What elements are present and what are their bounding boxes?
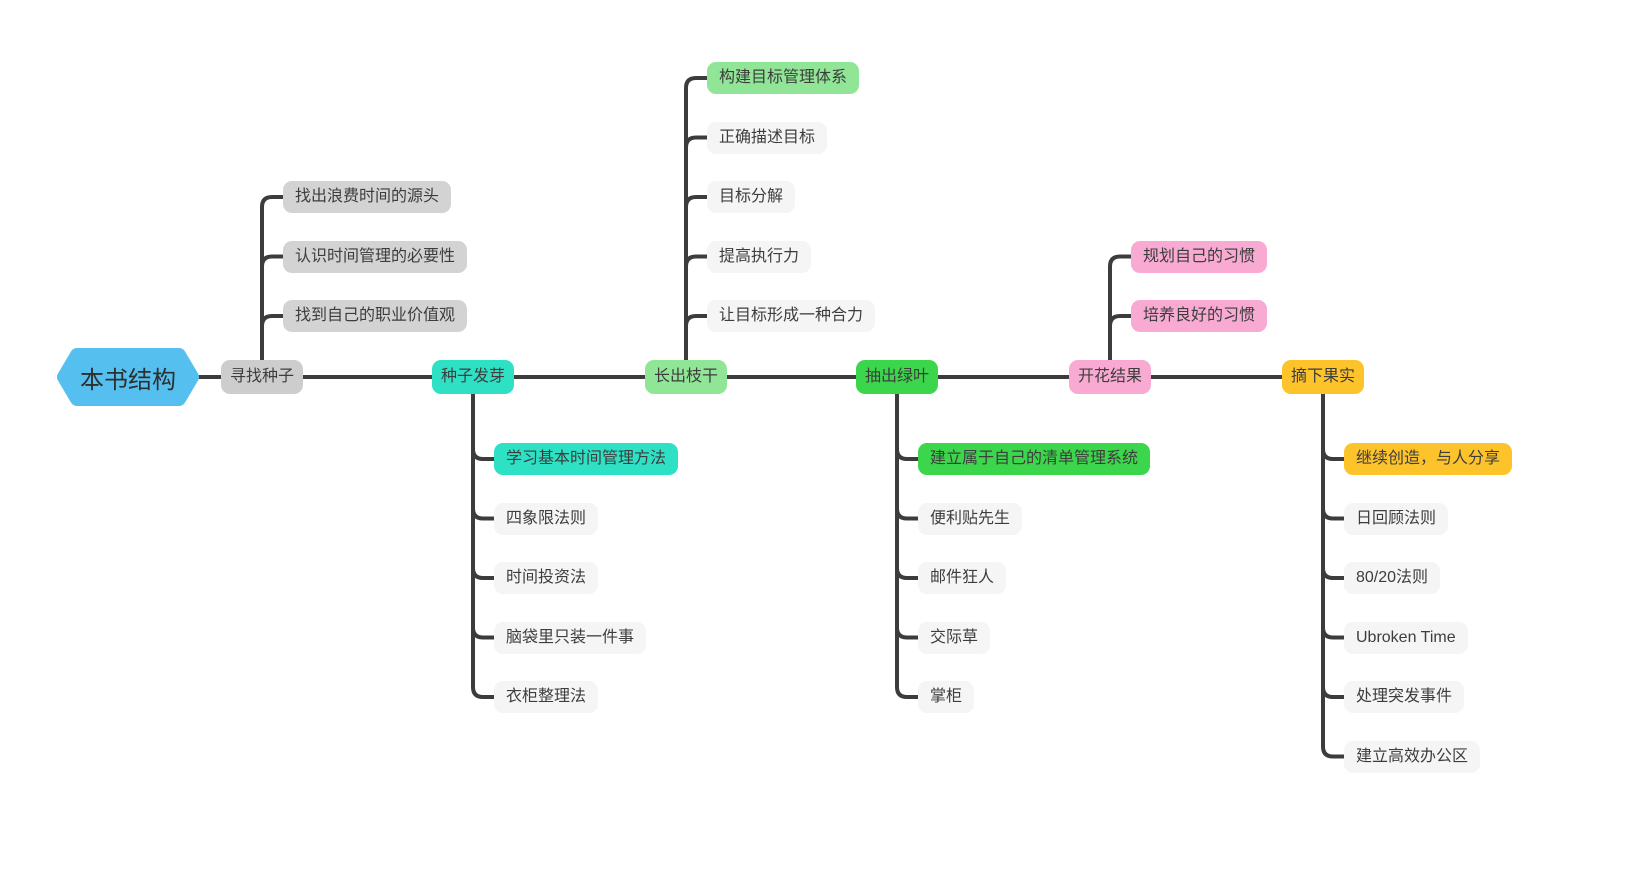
connector-path [895,392,920,580]
mindmap-child-node[interactable]: 建立高效办公区 [1344,740,1481,773]
mindmap-child-node[interactable]: 认识时间管理的必要性 [283,240,468,273]
mindmap-child-node[interactable]: 找出浪费时间的源头 [283,181,452,213]
mindmap-child-node[interactable]: 日回顾法则 [1344,502,1449,535]
connector-path [895,392,920,461]
connector-path [471,392,496,580]
mindmap-child-node[interactable]: 规划自己的习惯 [1131,240,1268,273]
connector-path [1321,392,1346,461]
mindmap-branch-node[interactable]: 寻找种子 [220,360,304,394]
mindmap-child-node[interactable]: 掌柜 [918,681,975,713]
mindmap-branch-node[interactable]: 摘下果实 [1281,360,1365,394]
connector-path [1108,254,1133,362]
connector-path [1321,392,1346,699]
mindmap-child-node[interactable]: 时间投资法 [494,562,599,594]
mindmap-branch-node[interactable]: 长出枝干 [644,360,728,394]
connector-path [684,195,709,362]
mindmap-branch-node[interactable]: 开花结果 [1068,360,1152,394]
mindmap-child-node[interactable]: 处理突发事件 [1344,681,1465,713]
mindmap-child-node[interactable]: 继续创造，与人分享 [1344,443,1513,475]
mindmap-child-node[interactable]: 找到自己的职业价值观 [283,300,468,332]
mindmap-root-node[interactable]: 本书结构 [57,348,199,406]
connector-path [684,254,709,362]
connector-path [1108,314,1133,362]
mindmap-child-node[interactable]: 80/20法则 [1344,562,1441,594]
connector-path [684,135,709,362]
mindmap-branch-node[interactable]: 抽出绿叶 [855,360,939,394]
mindmap-child-node[interactable]: 衣柜整理法 [494,681,599,713]
mindmap-child-node[interactable]: 便利贴先生 [918,502,1023,535]
connector-path [684,76,709,362]
connector-path [260,195,285,362]
root-node-label: 本书结构 [80,366,176,394]
connector-path [1321,392,1346,759]
mindmap-child-node[interactable]: 目标分解 [707,181,796,213]
mindmap-child-node[interactable]: 培养良好的习惯 [1131,300,1268,332]
mindmap-child-node[interactable]: 建立属于自己的清单管理系统 [918,443,1151,475]
mindmap-child-node[interactable]: 脑袋里只装一件事 [494,621,647,654]
mindmap-child-node[interactable]: 正确描述目标 [707,121,828,154]
mindmap-child-node[interactable]: 邮件狂人 [918,562,1007,594]
mindmap-branch-node[interactable]: 种子发芽 [431,360,515,394]
mindmap-child-node[interactable]: 让目标形成一种合力 [707,300,876,332]
root-hexagon-shape [57,348,199,406]
connector-path [471,392,496,461]
connector-path [895,392,920,699]
mindmap-child-node[interactable]: 提高执行力 [707,240,812,273]
connector-path [260,254,285,362]
mindmap-child-node[interactable]: 交际草 [918,621,991,654]
mindmap-child-node[interactable]: 构建目标管理体系 [707,62,860,94]
connector-path [684,314,709,362]
connector-path [260,314,285,362]
mindmap-child-node[interactable]: 学习基本时间管理方法 [494,443,679,475]
connector-path [471,392,496,699]
connector-path [1321,392,1346,580]
mindmap-child-node[interactable]: Ubroken Time [1344,621,1468,654]
mindmap-child-node[interactable]: 四象限法则 [494,502,599,535]
